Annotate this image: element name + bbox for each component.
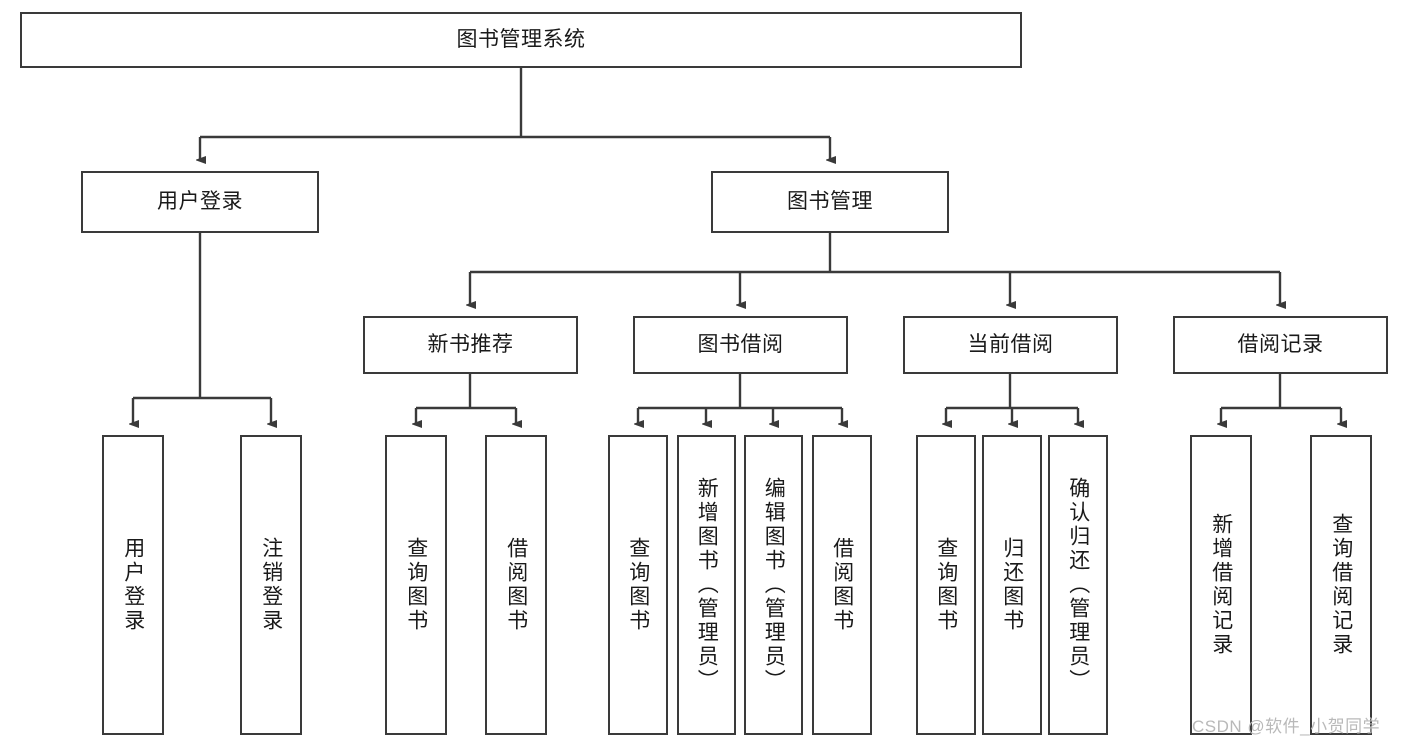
node-label: 新增图书（管理员） bbox=[695, 477, 719, 693]
node-leaf-add-book-admin[interactable]: 新增图书（管理员） bbox=[677, 435, 736, 735]
node-level2-current-borrow[interactable]: 当前借阅 bbox=[903, 316, 1118, 374]
node-leaf-borrow-books[interactable]: 借阅图书 bbox=[812, 435, 872, 735]
node-leaf-add-borrow-record[interactable]: 新增借阅记录 bbox=[1190, 435, 1252, 735]
node-level1-user-login[interactable]: 用户登录 bbox=[81, 171, 319, 233]
node-root[interactable]: 图书管理系统 bbox=[20, 12, 1022, 68]
node-leaf-logout[interactable]: 注销登录 bbox=[240, 435, 302, 735]
node-leaf-return-books[interactable]: 归还图书 bbox=[982, 435, 1042, 735]
node-leaf-query-books-borrow[interactable]: 查询图书 bbox=[608, 435, 668, 735]
node-level2-book-borrow[interactable]: 图书借阅 bbox=[633, 316, 848, 374]
node-label: 用户登录 bbox=[121, 537, 145, 633]
node-label: 查询图书 bbox=[404, 537, 428, 633]
node-label: 借阅图书 bbox=[504, 537, 528, 633]
node-label: 查询借阅记录 bbox=[1329, 513, 1353, 657]
node-label: 查询图书 bbox=[934, 537, 958, 633]
node-label: 查询图书 bbox=[626, 537, 650, 633]
node-leaf-borrow-books-recommend[interactable]: 借阅图书 bbox=[485, 435, 547, 735]
node-label: 借阅图书 bbox=[830, 537, 854, 633]
node-label: 借阅记录 bbox=[1237, 333, 1324, 357]
node-label: 当前借阅 bbox=[967, 333, 1054, 357]
node-label: 用户登录 bbox=[157, 190, 243, 214]
node-leaf-query-books-current[interactable]: 查询图书 bbox=[916, 435, 976, 735]
node-leaf-query-borrow-record[interactable]: 查询借阅记录 bbox=[1310, 435, 1372, 735]
node-level1-book-management[interactable]: 图书管理 bbox=[711, 171, 949, 233]
node-label: 新增借阅记录 bbox=[1209, 513, 1233, 657]
node-level2-borrow-records[interactable]: 借阅记录 bbox=[1173, 316, 1388, 374]
node-label: 确认归还（管理员） bbox=[1066, 477, 1090, 693]
node-level2-new-book-recommend[interactable]: 新书推荐 bbox=[363, 316, 578, 374]
node-label: 归还图书 bbox=[1000, 537, 1024, 633]
node-label: 编辑图书（管理员） bbox=[762, 477, 786, 693]
node-leaf-user-login[interactable]: 用户登录 bbox=[102, 435, 164, 735]
node-leaf-confirm-return-admin[interactable]: 确认归还（管理员） bbox=[1048, 435, 1108, 735]
node-leaf-edit-book-admin[interactable]: 编辑图书（管理员） bbox=[744, 435, 803, 735]
node-label: 新书推荐 bbox=[427, 333, 514, 357]
csdn-watermark: CSDN @软件_小贺同学 bbox=[1192, 717, 1381, 736]
node-label: 注销登录 bbox=[259, 537, 283, 633]
node-label: 图书借阅 bbox=[697, 333, 784, 357]
node-label: 图书管理 bbox=[787, 190, 873, 214]
node-label: 图书管理系统 bbox=[456, 28, 586, 52]
node-leaf-query-books-recommend[interactable]: 查询图书 bbox=[385, 435, 447, 735]
